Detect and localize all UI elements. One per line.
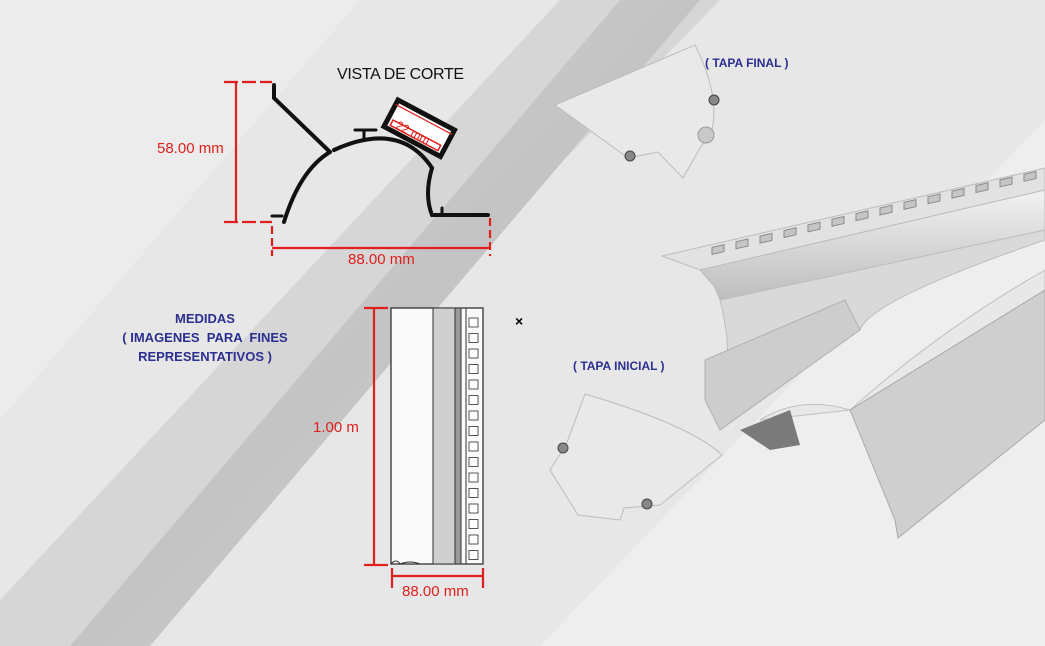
cross-section-dimensions: [224, 80, 492, 256]
profile-slot-hole: [1023, 170, 1037, 182]
front-view-hole: [468, 410, 479, 421]
cross-section-width-label: 88.00 mm: [348, 251, 415, 268]
note-line-1: MEDIDAS: [175, 311, 235, 326]
front-view-hole: [468, 457, 479, 467]
profile-slot-hole: [735, 238, 749, 250]
length-dimension-label: 1.00 m: [313, 419, 359, 436]
profile-slot-hole: [855, 210, 869, 222]
front-view-hole: [468, 333, 479, 343]
profile-slot-hole: [711, 243, 725, 255]
end-cap-final-label: ( TAPA FINAL ): [705, 56, 789, 70]
front-view-hole: [468, 395, 479, 405]
diagonal-band-right: [0, 0, 360, 420]
profile-slot-hole: [879, 204, 893, 216]
note-line-3: REPRESENTATIVOS ): [138, 349, 272, 364]
height-dimension-label: 58.00 mm: [157, 140, 224, 157]
profile-slot-hole: [807, 221, 821, 233]
front-view-dimensions: [364, 306, 485, 588]
front-view-hole: [468, 441, 479, 452]
profile-slot-hole: [951, 187, 965, 199]
front-view-hole: [468, 317, 479, 328]
front-view-drawing: [390, 307, 484, 565]
profile-slot-hole: [831, 215, 845, 227]
diagonal-band-dark: [70, 0, 700, 646]
front-view-hole: [468, 426, 479, 436]
cross-section-title: VISTA DE CORTE: [337, 66, 464, 83]
front-view-hole: [468, 503, 479, 514]
profile-slot-hole: [975, 182, 989, 194]
measurements-note: MEDIDAS ( IMAGENES PARA FINES REPRESENTA…: [110, 309, 300, 366]
front-view-holes: [468, 317, 479, 560]
front-view-hole: [468, 534, 479, 545]
front-view-width-label: 88.00 mm: [402, 583, 469, 600]
front-view-hole: [468, 472, 479, 483]
front-view-hole: [468, 379, 479, 390]
aluminum-profile-image: [660, 167, 1045, 539]
end-cap-initial-label: ( TAPA INICIAL ): [573, 359, 665, 373]
front-view-hole: [468, 348, 479, 359]
front-view-hole: [468, 550, 479, 560]
front-view-hole: [468, 364, 479, 374]
note-line-2: ( IMAGENES PARA FINES: [122, 330, 288, 345]
profile-slot-hole: [783, 227, 797, 239]
front-view-hole: [468, 519, 479, 529]
profile-slot-hole: [903, 199, 917, 211]
profile-slot-hole: [927, 193, 941, 205]
profile-slot-hole: [999, 176, 1013, 188]
front-view-hole: [468, 488, 479, 498]
tapa-inicial-image: [549, 393, 723, 521]
cross-section-drawing: [270, 83, 490, 224]
led-channel-box: [380, 96, 458, 160]
close-icon[interactable]: ×: [515, 313, 524, 329]
profile-slot-hole: [759, 232, 773, 244]
profile-slot-holes: [711, 170, 1037, 255]
tapa-final-image: [553, 44, 720, 179]
